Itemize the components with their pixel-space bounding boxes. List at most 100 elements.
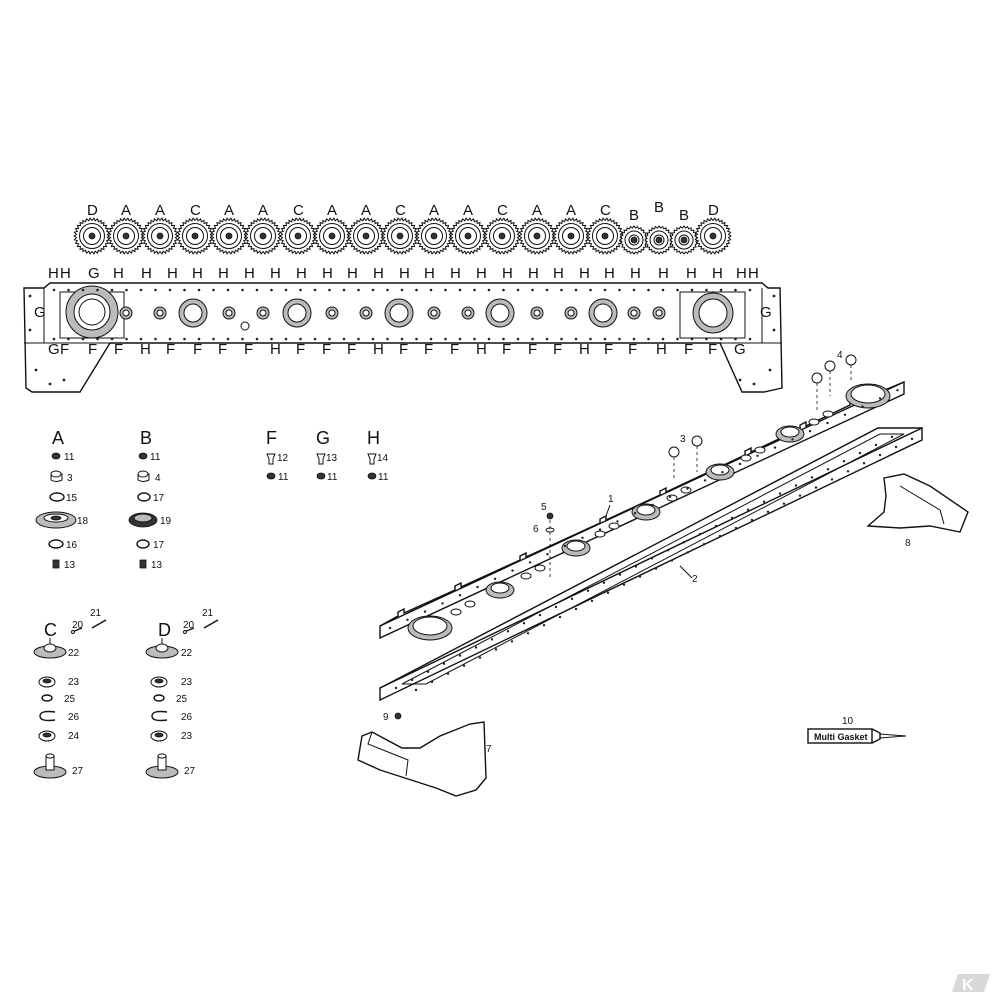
bolt-hole — [719, 337, 723, 341]
gear-letter-label: D — [87, 202, 98, 219]
iso-tray-hole — [650, 557, 654, 560]
bolt-hole — [632, 337, 636, 341]
bolt-hole — [734, 288, 737, 292]
bolt-hole — [545, 337, 549, 341]
small-opening-inner — [362, 309, 370, 317]
gasket-tube-label: Multi Gasket — [814, 732, 868, 742]
bolt-hole — [415, 337, 418, 341]
gear-center — [396, 232, 404, 240]
gear-letter-label: B — [654, 199, 664, 216]
iso-bearing-ring-inner — [636, 504, 656, 516]
iso-tray-hole — [442, 662, 446, 665]
iso-bearing-ring-inner — [710, 464, 730, 476]
bar-top-letter: H — [48, 265, 59, 282]
gear-hub-inner — [357, 227, 375, 245]
gear-hub-inner — [289, 227, 307, 245]
iso-tray-hole — [718, 534, 722, 538]
iso-tray-hole — [874, 443, 878, 447]
svg-text:27: 27 — [184, 766, 196, 777]
bolt-hole — [545, 288, 549, 292]
kit-g: G 13 11 — [316, 428, 338, 483]
gear-letter-label: A — [327, 202, 337, 219]
gear-letter-label: A — [429, 202, 439, 219]
gear-hub-inner — [220, 227, 238, 245]
iso-tray-hole — [506, 630, 510, 633]
iso-bearing-ring-inner — [412, 616, 448, 636]
svg-text:27: 27 — [72, 766, 84, 777]
bolt-hole — [589, 337, 592, 341]
cutter-bar-isometric — [357, 380, 969, 797]
iso-plate-hole — [878, 397, 882, 400]
svg-text:17: 17 — [153, 540, 165, 551]
gear-letter-label: A — [155, 202, 165, 219]
iso-tray-hole — [414, 688, 418, 692]
gear-hub-ring — [592, 223, 618, 249]
gear-hub-ring — [421, 223, 447, 249]
svg-text:17: 17 — [153, 493, 165, 504]
bolt-hole — [62, 378, 66, 382]
callout-4: 4 — [837, 350, 843, 361]
callout-8: 8 — [905, 538, 911, 549]
iso-tray-hole — [494, 648, 498, 651]
iso-tray-hole — [654, 567, 658, 570]
bar-side-label-right: G — [760, 304, 772, 321]
brand-logo: K — [952, 974, 990, 994]
iso-small-ring — [680, 486, 692, 494]
bolt-hole — [125, 337, 128, 341]
bolt-hole — [212, 337, 215, 341]
iso-tray-hole — [538, 613, 542, 617]
bolt-hole — [560, 288, 563, 292]
bar-top-letter: H — [712, 265, 723, 282]
small-opening-inner — [630, 309, 638, 317]
bolt-hole — [81, 337, 85, 341]
iso-plate-hole — [406, 618, 409, 621]
iso-small-ring — [520, 572, 532, 580]
bolt-hole — [342, 337, 346, 341]
iso-plate-hole — [476, 585, 479, 589]
iso-tray-hole — [798, 494, 802, 497]
gear-letter-label: A — [121, 202, 131, 219]
bolt-hole — [458, 288, 462, 292]
bolt-hole — [676, 337, 679, 341]
bar-bottom-letter: H — [476, 341, 487, 358]
gear-hub-inner — [323, 227, 341, 245]
bolt-hole — [560, 337, 563, 341]
gear-hub-ring — [216, 223, 242, 249]
bolt-hole — [531, 337, 534, 341]
iso-small-ring — [534, 564, 546, 572]
bolt-hole — [357, 288, 360, 292]
gear-center — [294, 232, 302, 240]
bar-bottom-letter: F — [502, 341, 511, 358]
iso-small-ring — [594, 530, 606, 538]
iso-tray-hole — [762, 500, 766, 503]
iso-plate-hole — [493, 577, 497, 580]
bolt-hole — [197, 337, 201, 341]
gear-hub-ring — [113, 223, 139, 249]
bolt-hole — [34, 368, 38, 372]
iso-plate-hole — [861, 405, 864, 408]
gear-center — [464, 232, 472, 240]
bar-top-letter: H — [113, 265, 124, 282]
iso-tray-hole — [474, 646, 478, 649]
gear-center — [156, 232, 164, 240]
gear-hub-inner — [628, 234, 640, 246]
bolt-hole — [752, 382, 756, 386]
bar-top-letter: H — [60, 265, 71, 282]
iso-tray-hole — [814, 486, 818, 489]
iso-tray-hole — [574, 607, 578, 611]
bar-openings — [119, 298, 666, 331]
bolt-hole — [154, 337, 157, 341]
svg-text:23: 23 — [181, 731, 193, 742]
iso-tray-hole — [682, 541, 686, 544]
iso-plate-hole — [511, 569, 514, 572]
bar-top-letter: G — [88, 265, 100, 282]
bolt-hole — [241, 337, 244, 341]
iso-tray-hole — [490, 638, 494, 641]
bolt-hole — [705, 288, 708, 292]
gear-hub-inner — [254, 227, 272, 245]
bolt-hole — [371, 337, 375, 341]
bolt-hole — [255, 337, 259, 341]
bolt-hole — [531, 288, 534, 292]
iso-tray-hole — [782, 502, 786, 505]
